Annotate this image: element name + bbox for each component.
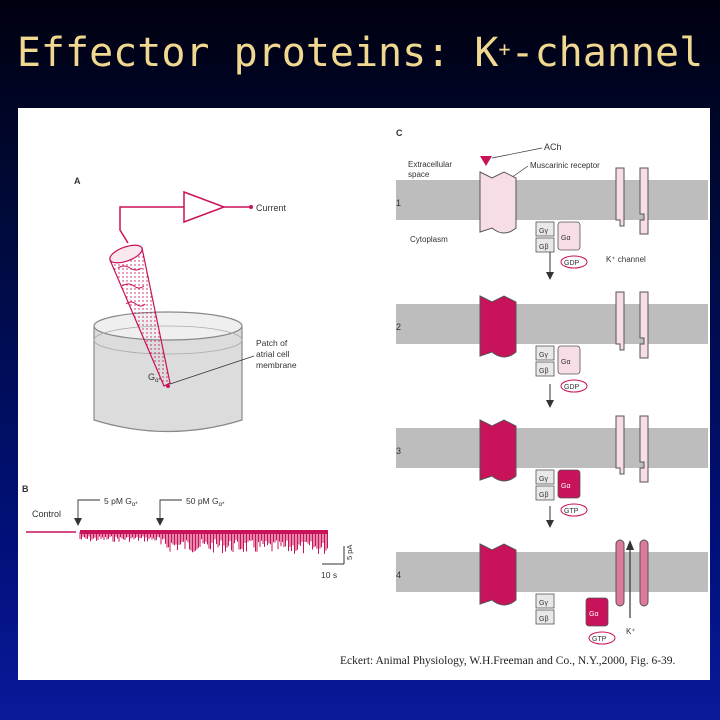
step-arrows: [546, 252, 554, 528]
citation: Eckert: Animal Physiology, W.H.Freeman a…: [340, 655, 676, 667]
g-beta-label: Gβ: [539, 492, 548, 499]
amplifier-icon: [119, 190, 253, 244]
title-main: Effector proteins: K: [16, 30, 499, 76]
g-gamma-label: Gγ: [539, 352, 548, 359]
nucleotide-bubble: [560, 255, 588, 269]
k-channel-left: [615, 539, 625, 607]
g-gamma-subunit: [535, 345, 555, 361]
g-alpha-label-a: Gα*: [148, 372, 161, 384]
scale-y-label: 5 pA: [345, 545, 354, 560]
step-number: 2: [396, 322, 401, 332]
membrane: [396, 180, 708, 220]
g-gamma-subunit: [535, 593, 555, 609]
g-gamma-label: Gγ: [539, 600, 548, 607]
patch-label-1: Patch of: [256, 338, 288, 348]
g-alpha-label: Gα: [561, 235, 571, 242]
scale-x-label: 10 s: [321, 570, 337, 580]
panel-a-label: A: [74, 176, 81, 186]
k-channel-left: [615, 291, 625, 351]
muscarinic-receptor: [479, 419, 517, 482]
dose2-label: 50 pM Gα*: [186, 496, 225, 508]
muscarinic-receptor: [479, 295, 517, 358]
g-beta-subunit: [535, 485, 555, 501]
g-alpha-label: Gα: [561, 359, 571, 366]
g-beta-subunit: [535, 609, 555, 625]
g-alpha-subunit: [557, 221, 581, 251]
membrane: [396, 552, 708, 592]
nucleotide-bubble: [560, 379, 588, 393]
g-alpha-subunit: [557, 469, 581, 499]
patch-label-2: atrial cell: [256, 349, 290, 359]
g-beta-subunit: [535, 237, 555, 253]
muscarinic-receptor: [479, 543, 517, 606]
g-beta-subunit: [535, 361, 555, 377]
scale-bar: [322, 546, 345, 565]
gtp-label: GTP: [564, 508, 579, 515]
k-channel-right: [639, 415, 649, 483]
cytoplasm-label: Cytoplasm: [410, 235, 448, 244]
g-alpha-subunit: [557, 345, 581, 375]
membrane: [396, 428, 708, 468]
current-label: Current: [256, 203, 287, 213]
g-gamma-label: Gγ: [539, 476, 548, 483]
control-label: Control: [32, 509, 61, 519]
patch-label-3: membrane: [256, 360, 297, 370]
dose-arrows: [74, 499, 182, 526]
panel-c-label: C: [396, 128, 403, 138]
ach-label: ACh: [544, 142, 562, 152]
g-alpha-label: Gα: [561, 483, 571, 490]
g-gamma-subunit: [535, 221, 555, 237]
k-channel-right: [639, 539, 649, 607]
muscarinic-receptor: [479, 171, 517, 234]
panel-b-label: B: [22, 484, 29, 494]
step-number: 3: [396, 446, 401, 456]
gdp-label: GDP: [564, 260, 580, 267]
receptor-label: Muscarinic receptor: [530, 161, 600, 170]
g-beta-label: Gβ: [539, 368, 548, 375]
step-number: 4: [396, 570, 401, 580]
g-alpha-label: Gα: [589, 611, 599, 618]
pipette-icon: [109, 244, 171, 388]
dose1-label: 5 pM Gα*: [104, 496, 138, 508]
g-gamma-label: Gγ: [539, 228, 548, 235]
figure-panel: A Current Gα* Patch of atrial cell membr…: [18, 108, 710, 680]
membrane: [396, 304, 708, 344]
nucleotide-bubble: [560, 503, 588, 517]
k-channel-left: [615, 415, 625, 475]
nucleotide-bubble: [588, 631, 616, 645]
current-trace: [26, 530, 328, 554]
g-gamma-subunit: [535, 469, 555, 485]
patch-pointer: [169, 355, 255, 385]
figure-svg: A Current Gα* Patch of atrial cell membr…: [22, 128, 708, 645]
title-superscript: +: [498, 37, 511, 61]
ach-molecule-icon: [480, 156, 492, 166]
k-channel-left: [615, 167, 625, 227]
extracellular-label-2: space: [408, 170, 430, 179]
title-rest: -channel: [510, 30, 704, 76]
g-beta-label: Gβ: [539, 244, 548, 251]
gtp-label: GTP: [592, 636, 607, 643]
g-beta-label: Gβ: [539, 616, 548, 623]
k-channel-right: [639, 291, 649, 359]
extracellular-label-1: Extracellular: [408, 160, 452, 169]
k-efflux-arrow: [626, 540, 634, 618]
g-alpha-subunit: [585, 597, 609, 627]
k-channel-label: K⁺ channel: [606, 255, 646, 264]
gdp-label: GDP: [564, 384, 580, 391]
slide-title: Effector proteins: K+-channel: [0, 30, 720, 76]
k-channel-right: [639, 167, 649, 235]
step-number: 1: [396, 198, 401, 208]
k-plus-label: K⁺: [626, 627, 636, 636]
